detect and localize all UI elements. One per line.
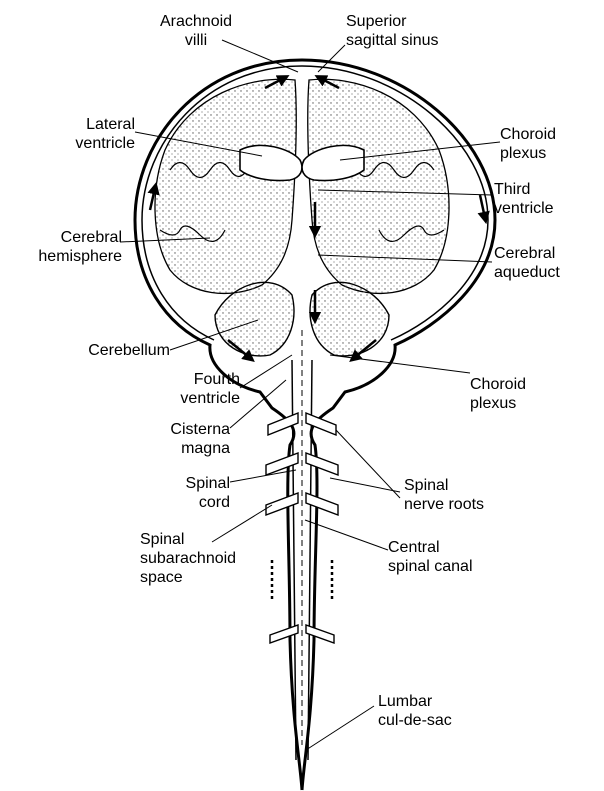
label-cerebral-aqueduct: Cerebral aqueduct: [494, 244, 560, 282]
label-cisterna-magna: Cisterna magna: [130, 420, 230, 458]
label-spinal-subarachnoid-space: Spinal subarachnoid space: [140, 530, 236, 587]
label-lateral-ventricle: Lateral ventricle: [45, 115, 135, 153]
label-choroid-plexus-top: Choroid plexus: [500, 125, 556, 163]
label-lumbar-cul-de-sac: Lumbar cul-de-sac: [378, 692, 452, 730]
label-fourth-ventricle: Fourth ventricle: [140, 370, 240, 408]
label-third-ventricle: Third ventricle: [494, 180, 554, 218]
label-superior-sagittal-sinus: Superior sagittal sinus: [346, 12, 439, 50]
label-cerebral-hemisphere: Cerebral hemisphere: [10, 228, 122, 266]
label-central-spinal-canal: Central spinal canal: [388, 538, 473, 576]
label-spinal-nerve-roots: Spinal nerve roots: [404, 476, 484, 514]
label-choroid-plexus-bottom: Choroid plexus: [470, 375, 526, 413]
label-spinal-cord: Spinal cord: [130, 474, 230, 512]
label-arachnoid-villi: Arachnoid villi: [160, 12, 232, 50]
label-cerebellum: Cerebellum: [40, 341, 170, 360]
lateral-ventricles: [240, 145, 364, 180]
brain-tissue: [155, 79, 449, 293]
spinal-column: [272, 330, 332, 760]
